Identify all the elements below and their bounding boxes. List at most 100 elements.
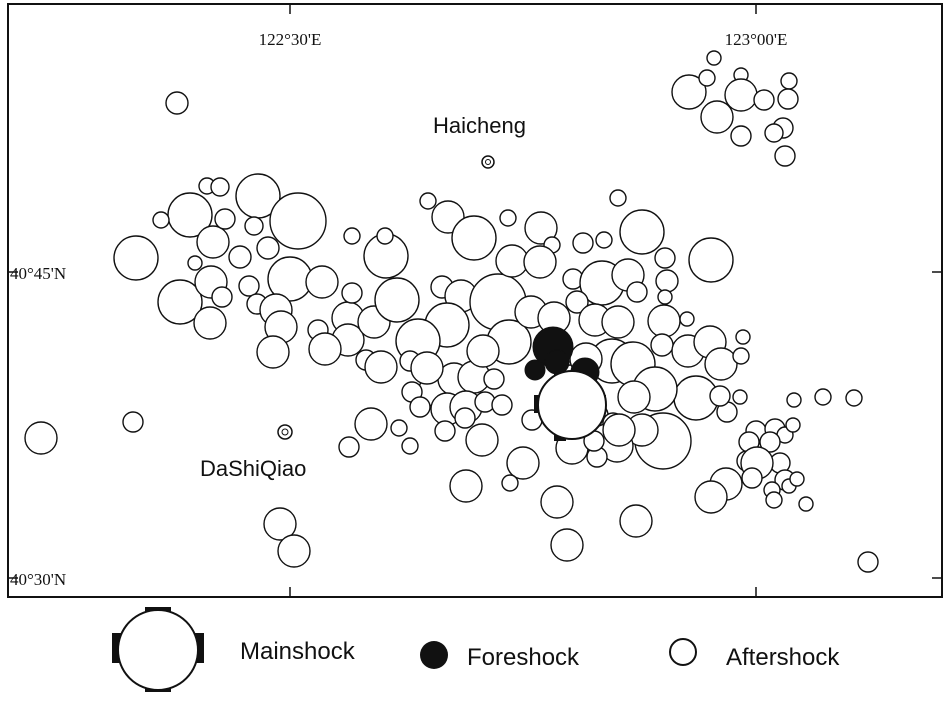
aftershock-marker (550, 528, 584, 562)
aftershock-marker (572, 232, 594, 254)
aftershock-marker (465, 423, 499, 457)
foreshock-marker (544, 349, 570, 375)
aftershock-marker (244, 216, 264, 236)
aftershock-marker (650, 333, 674, 357)
aftershock-marker (364, 350, 398, 384)
lat-label-1: 40°45'N (10, 264, 66, 283)
aftershock-marker (732, 389, 748, 405)
legend-label-foreshock: Foreshock (467, 644, 580, 671)
aftershock-marker (619, 209, 665, 255)
aftershock-marker (419, 192, 437, 210)
legend-aftershock-symbol (669, 638, 697, 666)
legend-label-mainshock: Mainshock (240, 638, 356, 665)
aftershock-marker (483, 368, 505, 390)
aftershock-marker (732, 347, 750, 365)
aftershock-marker (341, 282, 363, 304)
aftershock-marker (814, 388, 832, 406)
aftershock-marker (210, 177, 230, 197)
aftershock-marker (626, 281, 648, 303)
aftershock-marker (709, 385, 731, 407)
aftershock-marker (449, 469, 483, 503)
aftershock-marker (617, 380, 651, 414)
aftershock-marker (354, 407, 388, 441)
aftershock-marker (654, 247, 676, 269)
aftershock-marker (724, 78, 758, 112)
foreshock-layer (524, 326, 600, 399)
aftershock-marker (785, 417, 801, 433)
aftershock-marker (277, 534, 311, 568)
aftershock-marker (501, 474, 519, 492)
aftershock-marker (524, 211, 558, 245)
aftershock-marker (857, 551, 879, 573)
aftershock-marker (152, 211, 170, 229)
aftershock-marker (647, 304, 681, 338)
foreshock-marker (524, 359, 546, 381)
aftershock-marker (595, 231, 613, 249)
aftershock-marker (269, 192, 327, 250)
aftershock-marker (609, 189, 627, 207)
aftershock-marker (679, 311, 695, 327)
aftershock-marker (523, 245, 557, 279)
aftershock-marker (374, 277, 420, 323)
aftershock-marker (495, 244, 529, 278)
aftershock-marker (706, 50, 722, 66)
aftershock-marker (401, 437, 419, 455)
aftershock-marker (214, 208, 236, 230)
legend-label-aftershock: Aftershock (726, 644, 840, 671)
lon-label-1: 122°30'E (259, 30, 322, 49)
aftershock-marker (113, 235, 159, 281)
aftershock-marker (759, 431, 781, 453)
aftershock-marker (122, 411, 144, 433)
aftershock-marker (451, 215, 497, 261)
aftershock-marker (780, 72, 798, 90)
aftershock-marker (565, 290, 589, 314)
aftershock-marker (376, 227, 394, 245)
aftershock-marker (698, 69, 716, 87)
aftershock-marker (308, 332, 342, 366)
aftershock-marker (196, 225, 230, 259)
aftershock-marker (211, 286, 233, 308)
aftershock-marker (786, 392, 802, 408)
aftershock-marker (263, 507, 297, 541)
aftershock-marker (704, 347, 738, 381)
legend-mainshock-symbol (112, 607, 204, 692)
aftershock-marker (671, 74, 707, 110)
legend: Mainshock Foreshock Aftershock (112, 607, 840, 692)
aftershock-marker (657, 289, 673, 305)
aftershock-marker (601, 305, 635, 339)
aftershock-marker (777, 88, 799, 110)
aftershock-marker (845, 389, 863, 407)
aftershock-marker (238, 275, 260, 297)
city-label-dashiqiao: DaShiQiao (200, 456, 306, 481)
aftershock-marker (343, 227, 361, 245)
aftershock-marker (735, 329, 751, 345)
aftershock-marker (741, 467, 763, 489)
lon-label-2: 123°00'E (725, 30, 788, 49)
map-frame (7, 3, 943, 598)
aftershock-marker (390, 419, 408, 437)
aftershock-marker (187, 255, 203, 271)
city-label-haicheng: Haicheng (433, 113, 526, 138)
mainshock-symbol (534, 370, 607, 441)
aftershock-marker (24, 421, 58, 455)
aftershock-marker (540, 485, 574, 519)
aftershock-marker (655, 269, 679, 293)
aftershock-marker (256, 335, 290, 369)
aftershock-marker (602, 413, 636, 447)
aftershock-marker (499, 209, 517, 227)
legend-foreshock-symbol (420, 641, 448, 669)
aftershock-marker (466, 334, 500, 368)
aftershock-marker (305, 265, 339, 299)
aftershock-marker (764, 123, 784, 143)
aftershock-marker (256, 236, 280, 260)
aftershock-marker (157, 279, 203, 325)
aftershock-marker (410, 351, 444, 385)
aftershock-marker (688, 237, 734, 283)
aftershock-marker (619, 504, 653, 538)
aftershock-layer (24, 50, 879, 573)
aftershock-marker (798, 496, 814, 512)
aftershock-marker (765, 491, 783, 509)
aftershock-marker (338, 436, 360, 458)
aftershock-marker (228, 245, 252, 269)
